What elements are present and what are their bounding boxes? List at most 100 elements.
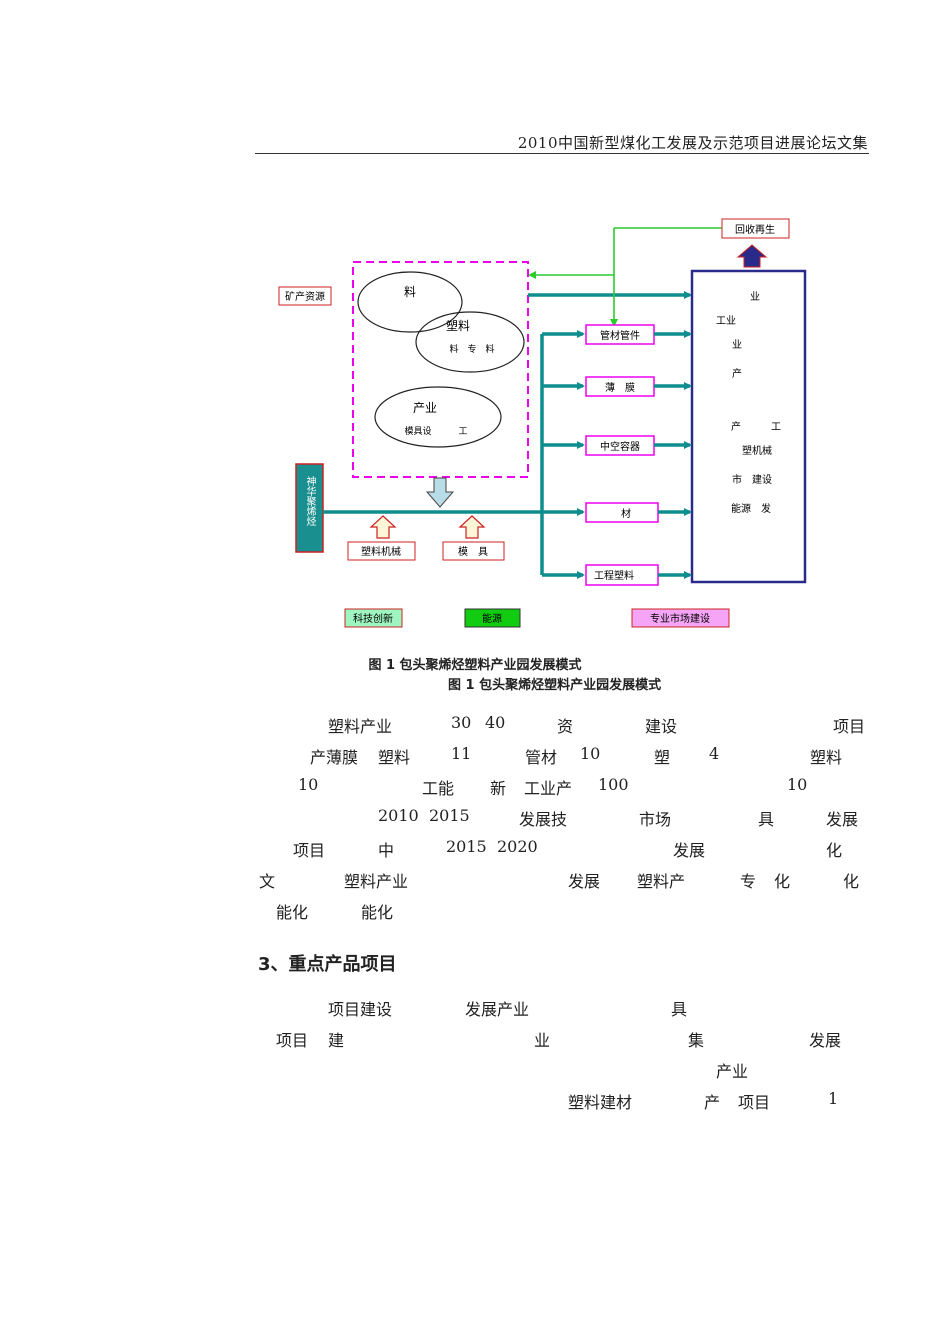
mineral-box [278,286,332,306]
p1-l6-w2: 发展 [568,872,601,891]
p1-l2-w2: 11 [451,744,472,763]
p1-l3-w1: 工能 [422,779,455,798]
p1-l2-w7: 塑料 [810,748,843,767]
p1-l5-w3: 2020 [497,837,538,856]
film-label: 薄 膜 [605,381,635,394]
p1-l6-w0: 文 [259,872,276,891]
legend-market-label: 专业市场建设 [650,612,710,625]
p1-l1-w1: 30 [451,713,472,732]
right-text-4: 产 工 [731,420,781,433]
p1-l5-w4: 发展 [673,841,706,860]
recycle-label: 回收再生 [735,223,775,236]
ellipse-text-2a: 塑料 [446,318,470,333]
material-label: 材 [621,507,631,520]
p1-l1-w2: 40 [485,713,506,732]
p1-l1-w4: 建设 [645,717,678,736]
legend-market-box [631,608,730,628]
section-title: 3、重点产品项目 [258,954,397,975]
machinery-label: 塑料机械 [361,545,401,558]
ellipse-text-1: 料 [404,285,416,299]
right-text-2: 业 [732,339,742,351]
right-text-5: 塑机械 [742,444,772,457]
p2-l2-w2: 业 [534,1031,551,1050]
p1-l4-w5: 发展 [826,810,859,829]
p2-l2-w3: 集 [688,1031,705,1050]
p1-l2-w3: 管材 [525,748,558,767]
legend-energy-label: 能源 [482,612,502,625]
right-text-0: 业 [750,291,760,303]
header-title: 2010中国新型煤化工发展及示范项目进展论坛文集 [517,134,868,152]
shenhua-box [295,463,324,553]
p1-l2-w1: 塑料 [378,748,411,767]
right-text-1: 工业 [716,315,736,327]
ellipse-text-3a: 产业 [413,401,437,415]
p2-l1-w0: 项目建设 [328,1000,393,1019]
legend-innovation-box [344,608,403,628]
p1-l5-w5: 化 [826,841,843,860]
mineral-label: 矿产资源 [285,290,325,303]
p1-l2-w4: 10 [580,744,601,763]
p1-l1-w3: 资 [557,717,574,736]
right-text-3: 产 [732,367,742,380]
p2-l1-w1: 发展产业 [465,1000,530,1019]
p1-l7-w0: 能化 [276,903,309,922]
p1-l4-w4: 具 [758,810,775,829]
shenhua-label: 神华聚烯烃 [304,475,316,527]
p1-l4-w2: 发展技 [519,810,568,829]
down-hollow-arrow [425,477,455,508]
p1-l3-w4: 100 [598,775,629,794]
p1-l5-w2: 2015 [446,837,487,856]
p1-l2-w6: 4 [709,744,720,763]
p1-l6-w3: 塑料产 [637,872,686,891]
legend-innovation-label: 科技创新 [353,612,393,625]
p2-l4-w3: 1 [828,1089,839,1108]
p2-l1-w2: 具 [671,1000,688,1019]
p1-l5-w1: 中 [378,841,395,860]
recycle-box [721,218,790,239]
p1-l6-w4: 专 [740,872,757,891]
p1-l7-w1: 能化 [361,903,394,922]
up-arrow-machinery [369,515,397,539]
right-text-7: 能源 发 [731,502,771,515]
p1-l3-w3: 工业产 [524,779,573,798]
p2-l2-w4: 发展 [809,1031,842,1050]
figure-caption: 图 1 包头聚烯烃塑料产业园发展模式 [368,658,582,673]
cluster-dashed-box [352,261,529,478]
p2-l4-w2: 项目 [738,1093,771,1112]
p2-l3-w0: 产业 [716,1062,749,1081]
p1-l4-w3: 市场 [639,810,672,829]
p1-l3-w2: 新 [490,779,507,798]
right-text-6: 市 建设 [732,473,772,486]
engplastic-label: 工程塑料 [594,569,634,582]
p1-l6-w5: 化 [774,872,791,891]
development-diagram: 料 塑料 料 专 料 产业 模具设 工 矿产资源 回收再生 业 工业 业 产 产… [278,218,807,628]
legend-energy-box [464,608,521,628]
mold-box [442,541,505,561]
p1-l3-w5: 10 [787,775,808,794]
p1-l1-w0: 塑料产业 [328,717,393,736]
p1-l2-w0: 产薄膜 [310,748,359,767]
ellipse-material [357,271,463,333]
machinery-box [347,541,416,561]
p2-l2-w0: 项目 [276,1031,309,1050]
ellipse-text-2b: 料 专 料 [449,343,494,355]
header-rule [255,153,869,154]
p1-l2-w5: 塑 [654,748,671,767]
pipes-label: 管材管件 [600,329,640,342]
right-output-box [690,269,807,584]
p2-l4-w0: 塑料建材 [568,1093,633,1112]
mold-label: 模 具 [458,546,488,558]
ellipse-text-3b: 模具设 工 [404,426,467,437]
p2-l4-w1: 产 [704,1093,721,1112]
p1-l4-w0: 2010 [378,806,419,825]
figure-caption-ghost: 图 1 包头聚烯烃塑料产业园发展模式 [448,678,662,693]
p2-l2-w1: 建 [328,1031,345,1050]
p1-l6-w6: 化 [843,872,860,891]
ellipse-plastic [415,311,525,373]
p1-l5-w0: 项目 [293,841,326,860]
up-arrow-mold [458,515,486,539]
hollow-label: 中空容器 [600,440,640,453]
ellipse-industry [374,386,502,448]
recycle-up-arrow [736,244,768,268]
p1-l1-w5: 项目 [833,717,866,736]
